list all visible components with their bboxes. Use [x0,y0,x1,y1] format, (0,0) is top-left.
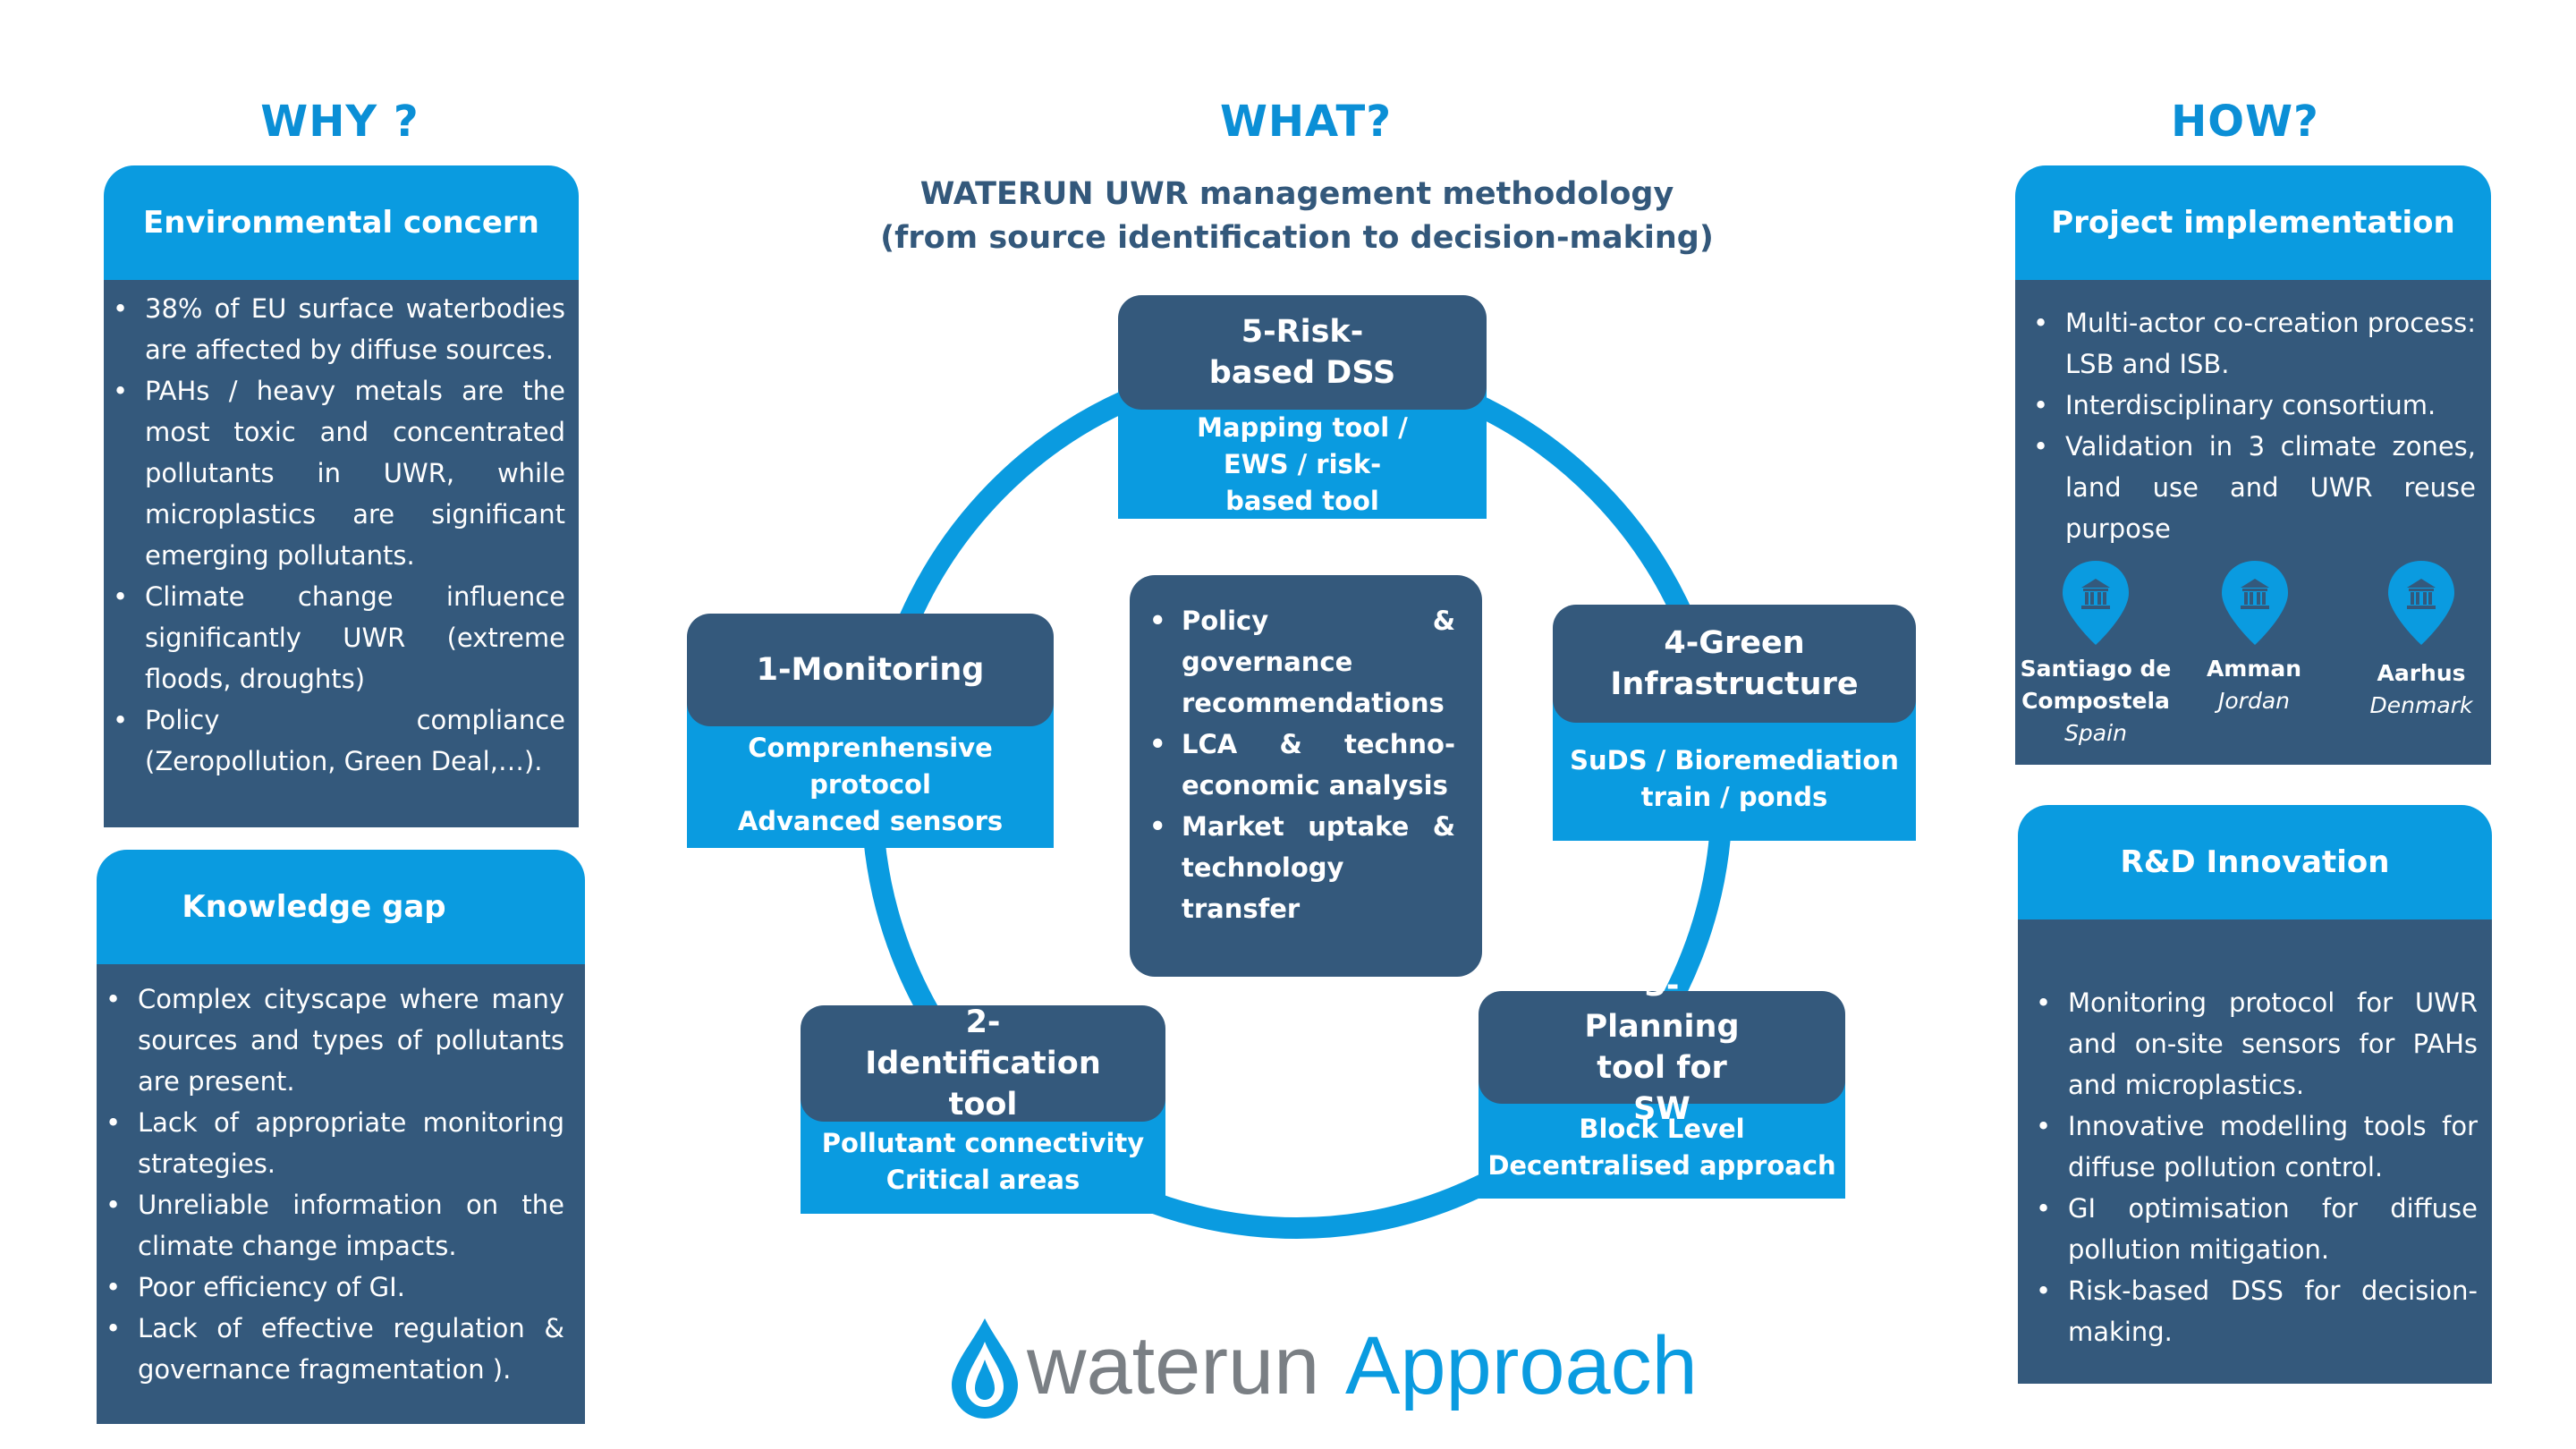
list-item: Validation in 3 climate zones, land use … [2028,426,2476,549]
list-item: LCA & techno-economic analysis [1144,724,1455,806]
list-item: Policy & governance recommendations [1144,600,1455,724]
monitoring-body: Comprenhensive protocol Advanced sensors [687,676,1054,848]
center-recommendations-list: Policy & governance recommendations LCA … [1144,600,1455,929]
list-item: Market uptake & technology transfer [1144,806,1455,929]
map-pin-icon [2063,561,2129,645]
list-item: Interdisciplinary consortium. [2028,385,2476,426]
list-item: GI optimisation for diffuse pollution mi… [2030,1188,2478,1270]
list-item: Climate change influence significantly U… [107,576,565,699]
site-city-line-2: Compostela [2021,688,2170,714]
what-title: WHAT? [1219,97,1393,147]
list-item: Poor efficiency of GI. [100,1267,564,1308]
water-drop-icon [952,1318,1018,1419]
map-pin-icon [2388,561,2454,645]
knowledge-gap-list: Complex cityscape where many sources and… [100,979,564,1390]
subtitle-line-1: WATERUN UWR management methodology [919,176,1674,212]
monitoring-head: 1-Monitoring [687,614,1054,726]
list-item: PAHs / heavy metals are the most toxic a… [107,370,565,576]
how-title: HOW? [2171,97,2319,147]
site-city-line-1: Santiago de [2020,656,2172,682]
knowledge-gap-heading: Knowledge gap [97,850,585,964]
building-icon [2407,579,2436,609]
identification-tool-body-line-1: Pollutant connectivity [821,1127,1145,1158]
list-item: Multi-actor co-creation process: LSB and… [2028,302,2476,385]
monitoring-body-line-2: Advanced sensors [737,805,1004,836]
map-pin-icon [2222,561,2288,645]
planning-tool-body-line-1: Block Level [1579,1113,1745,1144]
project-implementation-panel: Multi-actor co-creation process: LSB and… [2015,224,2491,765]
rd-innovation-panel: Monitoring protocol for UWR and on-site … [2018,859,2492,1384]
planning-tool-head: 3-Planning tool for SW [1479,968,1845,1127]
green-infrastructure-head: 4-Green Infrastructure [1553,605,1916,723]
list-item: Innovative modelling tools for diffuse p… [2030,1106,2478,1188]
why-title: WHY ? [260,97,419,147]
site-country: Spain [2064,720,2127,746]
site-santiago: Santiago de Compostela Spain [2015,653,2176,750]
list-item: Unreliable information on the climate ch… [100,1184,564,1267]
site-aarhus: Aarhus Denmark [2345,657,2497,722]
planning-tool-body-line-2: Decentralised approach [1487,1149,1836,1181]
subtitle-line-2: (from source identification to decision-… [880,220,1714,256]
environmental-concern-heading: Environmental concern [104,165,579,280]
site-city-line-1: Aarhus [2377,660,2466,686]
knowledge-gap-panel: Complex cityscape where many sources and… [97,903,585,1424]
rd-innovation-list: Monitoring protocol for UWR and on-site … [2030,982,2478,1352]
building-icon [2081,579,2110,609]
center-recommendations-box: Policy & governance recommendations LCA … [1130,575,1482,977]
rd-innovation-heading: R&D Innovation [2018,805,2492,919]
list-item: 38% of EU surface waterbodies are affect… [107,288,565,370]
methodology-subtitle: WATERUN UWR management methodology (from… [805,173,1789,260]
environmental-concern-panel: 38% of EU surface waterbodies are affect… [104,224,579,827]
project-implementation-heading: Project implementation [2015,165,2491,280]
monitoring-body-line-1: Comprenhensive protocol [748,732,993,800]
list-item: Monitoring protocol for UWR and on-site … [2030,982,2478,1106]
list-item: Policy compliance (Zeropollution, Green … [107,699,565,782]
list-item: Lack of effective regulation & governanc… [100,1308,564,1390]
site-city-line-1: Amman [2206,656,2302,682]
building-icon [2241,579,2269,609]
environmental-concern-list: 38% of EU surface waterbodies are affect… [107,288,565,782]
logo-brand: waterun [1027,1320,1320,1411]
site-amman: Amman Jordan [2182,653,2326,717]
site-country: Denmark [2369,692,2473,718]
identification-tool-body-line-2: Critical areas [886,1164,1080,1195]
list-item: Complex cityscape where many sources and… [100,979,564,1102]
site-country: Jordan [2218,688,2290,714]
identification-tool-head: 2-Identification tool [801,1004,1165,1123]
list-item: Risk-based DSS for decision-making. [2030,1270,2478,1352]
list-item: Lack of appropriate monitoring strategie… [100,1102,564,1184]
risk-dss-head: 5-Risk-based DSS [1118,295,1487,410]
logo-approach: Approach [1345,1320,1698,1411]
project-implementation-list: Multi-actor co-creation process: LSB and… [2028,302,2476,549]
